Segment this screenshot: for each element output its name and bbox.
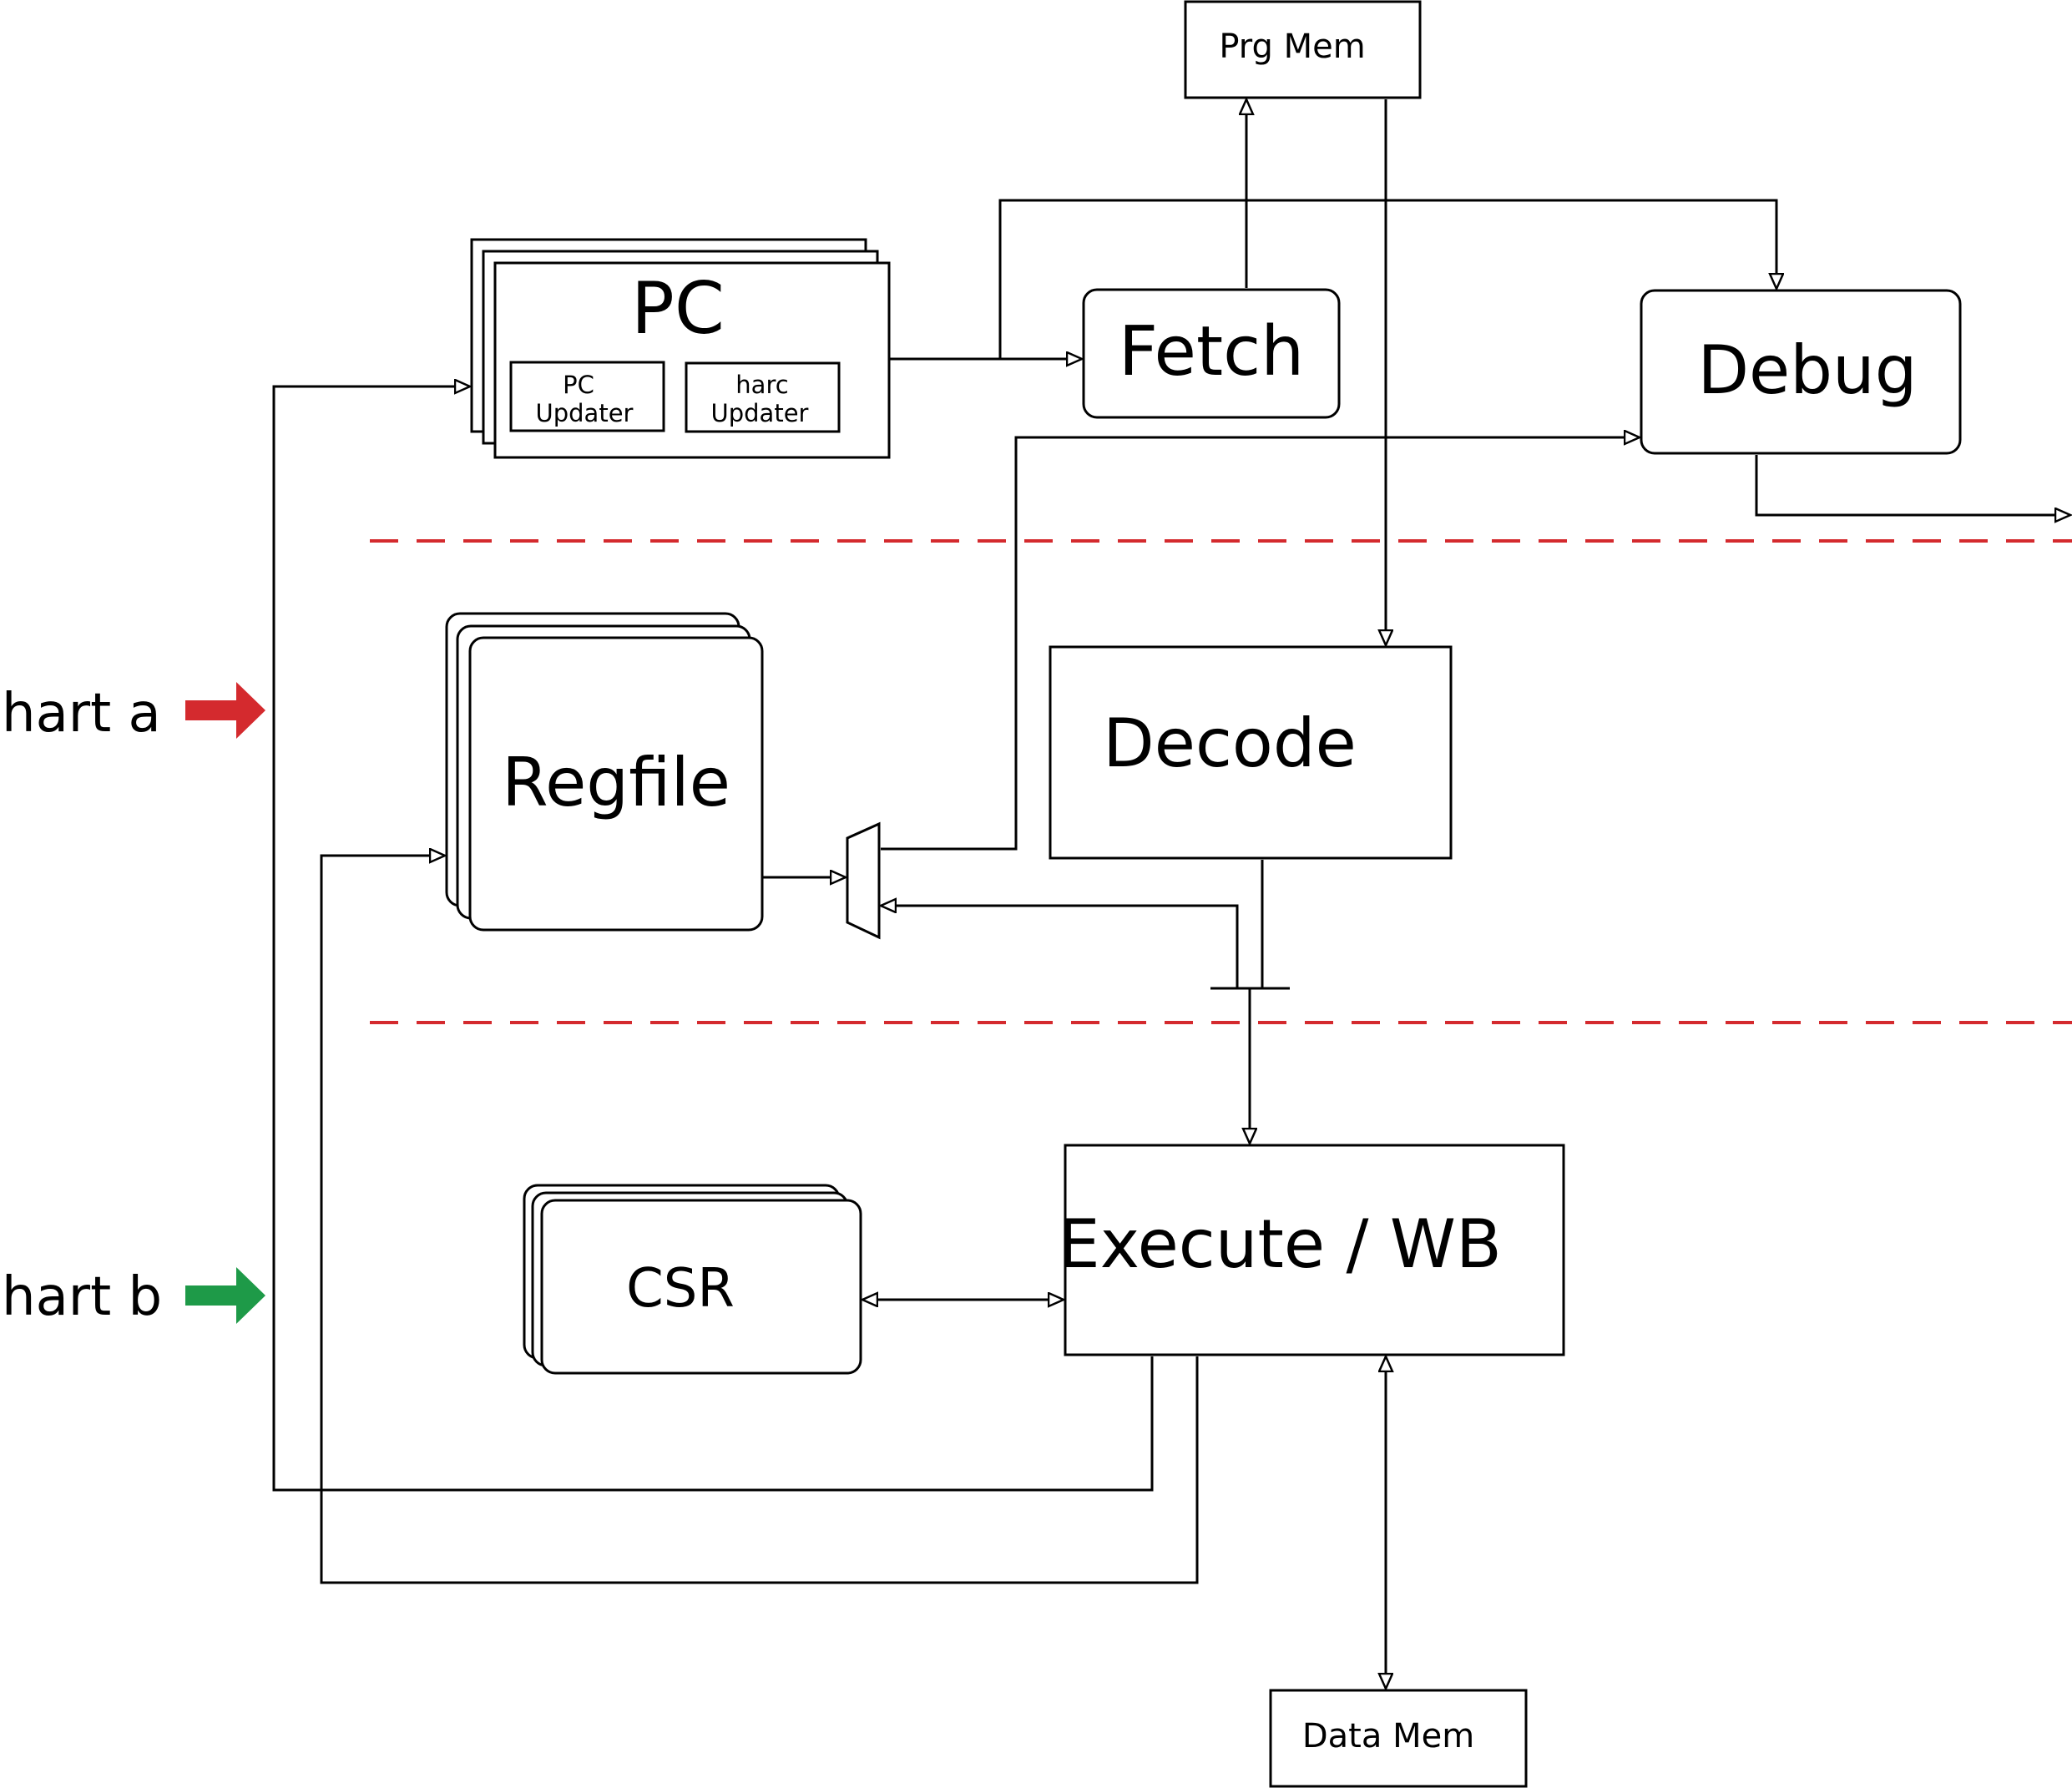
prg-mem-block xyxy=(1184,0,1422,99)
wire-pc-to-debug xyxy=(998,199,1776,359)
harc-updater-label-2: Updater xyxy=(711,399,809,427)
pc-updater-label-1: PC xyxy=(563,371,594,399)
hart-b-arrow xyxy=(185,1267,265,1324)
hart-a-arrow xyxy=(185,682,265,739)
csr-block xyxy=(523,1184,862,1375)
debug-block xyxy=(1640,289,1962,455)
wire-execute-to-regfile xyxy=(320,856,1199,1584)
data-mem-block xyxy=(1269,1689,1528,1788)
pc-updater-label-2: Updater xyxy=(536,399,634,427)
decode-label: Decode xyxy=(1103,705,1357,782)
regfile-block xyxy=(445,612,764,932)
regfile-label: Regfile xyxy=(502,744,730,821)
pc-updater-block xyxy=(509,361,665,432)
regfile-mux xyxy=(846,821,881,940)
wire-mux-to-debug xyxy=(881,437,1640,851)
harc-updater-label-1: harc xyxy=(735,371,788,399)
prg-mem-label: Prg Mem xyxy=(1219,28,1365,66)
harc-updater-block xyxy=(685,361,841,433)
pc-label: PC xyxy=(631,267,725,351)
hart-a-label: hart a xyxy=(2,683,161,745)
hart-b-label: hart b xyxy=(2,1266,162,1328)
data-mem-label: Data Mem xyxy=(1302,1717,1474,1755)
wire-execute-to-pc xyxy=(272,386,1154,1492)
csr-label: CSR xyxy=(626,1258,735,1320)
decode-block xyxy=(1049,645,1453,860)
execute-wb-block xyxy=(1064,1144,1565,1356)
wire-debug-out xyxy=(1755,455,2070,515)
execute-wb-label: Execute / WB xyxy=(1058,1205,1502,1283)
fetch-label: Fetch xyxy=(1119,312,1304,391)
debug-label: Debug xyxy=(1697,331,1917,409)
wire-decode-to-mux xyxy=(881,906,1239,988)
